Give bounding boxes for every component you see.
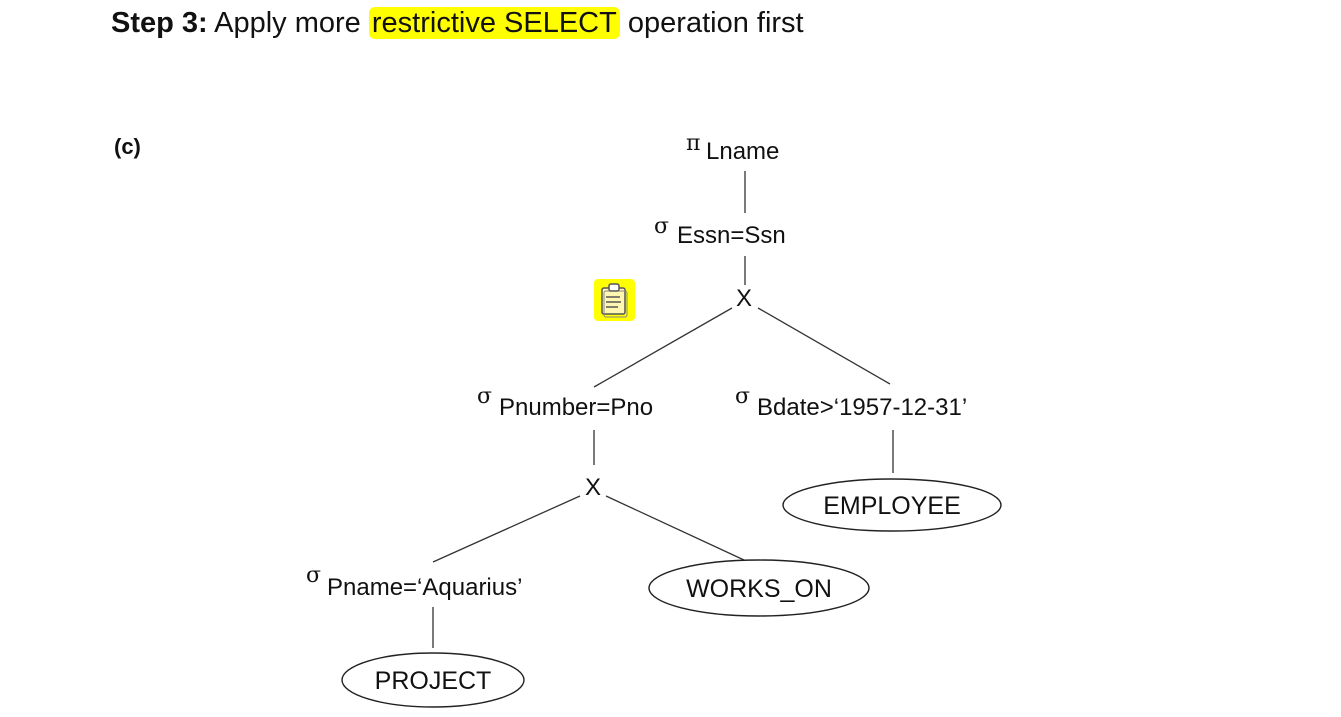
works-on-relation: WORKS_ON bbox=[686, 575, 832, 603]
edge-cross-select-bdate bbox=[757, 307, 891, 385]
select-essn-symbol: σ bbox=[654, 214, 669, 239]
project-relation-oval bbox=[341, 652, 525, 708]
employee-relation-oval bbox=[782, 478, 1002, 532]
select-bdate-symbol: σ bbox=[735, 384, 750, 409]
heading-text-after: operation first bbox=[627, 7, 804, 39]
heading-highlight: restrictive SELECT bbox=[368, 7, 620, 39]
step-label: Step 3: bbox=[111, 7, 208, 39]
edge-cross-works-on bbox=[605, 495, 745, 561]
select-pnumber-symbol: σ bbox=[477, 384, 492, 409]
cross-product-top: X bbox=[736, 285, 752, 312]
figure-label: (c) bbox=[114, 134, 141, 159]
select-essn-condition: Essn=Ssn bbox=[677, 222, 786, 249]
select-pnumber-condition: Pnumber=Pno bbox=[499, 394, 653, 421]
heading-text-before: Apply more bbox=[207, 7, 361, 39]
edge-cross-select-pname bbox=[432, 495, 581, 563]
employee-relation: EMPLOYEE bbox=[823, 492, 961, 520]
cross-product-left: X bbox=[585, 474, 601, 501]
step-heading: Step 3: Apply more restrictive SELECT op… bbox=[111, 4, 804, 42]
works-on-relation-oval bbox=[648, 559, 870, 617]
clipboard-note-icon[interactable] bbox=[594, 279, 635, 321]
edge-cross-select-pnumber bbox=[593, 307, 733, 388]
select-bdate-condition: Bdate>‘1957-12-31’ bbox=[757, 394, 967, 421]
projection-symbol: π bbox=[686, 131, 700, 156]
select-pname-condition: Pname=‘Aquarius’ bbox=[327, 574, 522, 601]
project-relation: PROJECT bbox=[375, 667, 492, 695]
projection-attribute: Lname bbox=[706, 138, 779, 165]
select-pname-symbol: σ bbox=[306, 563, 321, 588]
